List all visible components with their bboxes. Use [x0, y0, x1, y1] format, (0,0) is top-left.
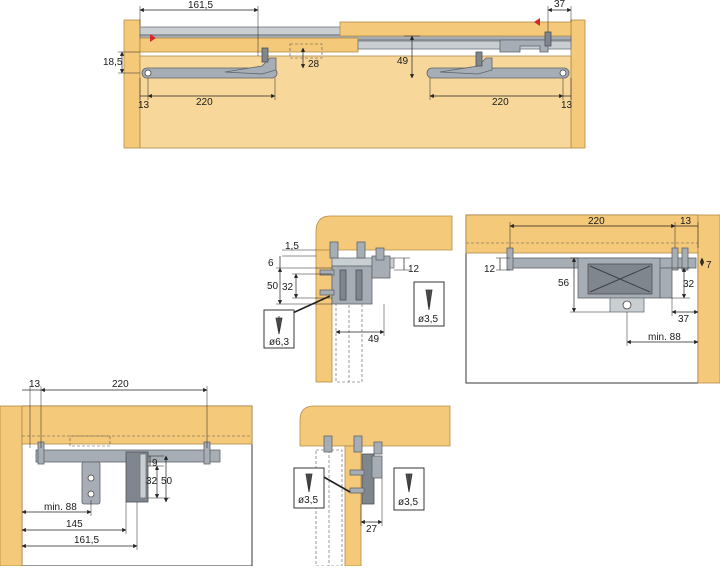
bottom-right-screw-1-icon [323, 435, 333, 453]
mid-right-figure: 220 13 12 7 56 32 37 min. 88 [465, 214, 720, 384]
red-marker-left-icon [150, 34, 156, 42]
bottom-right-screw-2-icon [353, 435, 363, 453]
right-damper-pin [475, 51, 483, 67]
dim-32-mid-right: 32 [683, 279, 695, 290]
dim-13-mid-right: 13 [680, 216, 692, 227]
cabinet-right-side [570, 19, 586, 149]
mid-left-screw-1-icon [329, 241, 339, 259]
dim-50-bottom-left: 50 [161, 476, 173, 487]
dim-220-mid-right: 220 [588, 216, 605, 227]
bottom-right-side-board [344, 445, 362, 567]
dim-49-mid: 49 [368, 334, 380, 345]
hidden-carriage [289, 43, 323, 59]
left-door-panel [139, 37, 359, 53]
mid-right-screw-1-icon [506, 247, 514, 271]
mid-left-side-board [315, 249, 333, 383]
dim-13-top-right: 13 [561, 100, 573, 111]
dim-13-bottom-left: 13 [29, 379, 41, 390]
dim-220-top-right: 220 [492, 97, 509, 108]
dim-32-bottom-left: 32 [146, 476, 158, 487]
dim-161-5-top: 161,5 [188, 0, 213, 11]
right-stop [544, 31, 552, 47]
dim-18-5: 18,5 [103, 57, 123, 68]
left-damper-lever [224, 57, 277, 75]
dim-37-top: 37 [554, 0, 566, 10]
dim-12-mid-left: 12 [408, 264, 420, 275]
bottom-right-bracket [361, 453, 375, 505]
left-damper-pin [261, 47, 269, 63]
red-marker-right-icon [534, 18, 540, 26]
dim-37-mid-right: 37 [678, 314, 690, 325]
mid-left-screw-2-icon [356, 241, 366, 259]
bottom-right-screw-3-icon [373, 441, 383, 455]
bottom-right-top-board [299, 405, 451, 447]
dim-9-bottom-left: 9 [152, 458, 158, 469]
bottom-left-figure: 13 220 9 32 50 min. 88 145 161,5 [0, 379, 253, 567]
right-door-panel [339, 21, 572, 37]
screw-label-6-3: ø6,3 [269, 337, 289, 348]
dim-145-bottom-left: 145 [66, 519, 83, 530]
mid-right-screw-2-icon [671, 247, 679, 271]
dim-56-mid-right: 56 [558, 278, 570, 289]
top-figure: 161,5 37 18,5 28 49 13 220 220 13 [103, 0, 586, 149]
dim-161-5-bottom-left: 161,5 [74, 535, 99, 546]
dim-50-mid: 50 [267, 281, 279, 292]
dim-12-mid-right: 12 [484, 264, 496, 275]
dim-27-bottom-right: 27 [366, 524, 378, 535]
screw-label-3-5-mid: ø3,5 [418, 314, 438, 325]
cabinet-left-side [123, 19, 141, 149]
dim-32-mid: 32 [282, 282, 294, 293]
lower-track [357, 40, 572, 50]
bottom-left-top-board [21, 405, 253, 445]
dim-220-top-left: 220 [196, 97, 213, 108]
dim-1-5-mid: 1,5 [285, 241, 299, 252]
mid-right-top-board [465, 214, 699, 254]
bottom-left-side-board [0, 405, 23, 567]
bottom-left-damper [81, 461, 101, 505]
mid-left-top-board [315, 215, 453, 251]
dim-6-mid: 6 [268, 258, 274, 269]
dim-7-mid-right: 7 [706, 260, 712, 271]
dim-min88-mid-right: min. 88 [648, 332, 681, 343]
dim-220-bottom-left: 220 [112, 379, 129, 390]
screw-label-3-5-bottom-left: ø3,5 [298, 495, 318, 506]
dim-49-top: 49 [397, 56, 409, 67]
dim-28: 28 [308, 59, 320, 70]
dim-min88-bottom-left: min. 88 [44, 502, 77, 513]
mid-right-side-board [697, 214, 720, 384]
right-carriage-bracket [499, 39, 549, 53]
screw-label-3-5-bottom-right: ø3,5 [398, 497, 418, 508]
dim-13-top-left: 13 [138, 100, 150, 111]
screw-6-3-icon [275, 316, 283, 335]
mid-right-screw-3-icon [681, 247, 689, 271]
mid-left-bracket [331, 265, 373, 305]
right-damper-arm [426, 67, 570, 79]
mid-left-figure: 1,5 6 50 32 12 49 ø6,3 ø3,5 [263, 215, 453, 383]
mid-left-screw-3-icon [375, 247, 385, 261]
bottom-right-figure: ø3,5 ø3,5 27 [293, 405, 451, 567]
